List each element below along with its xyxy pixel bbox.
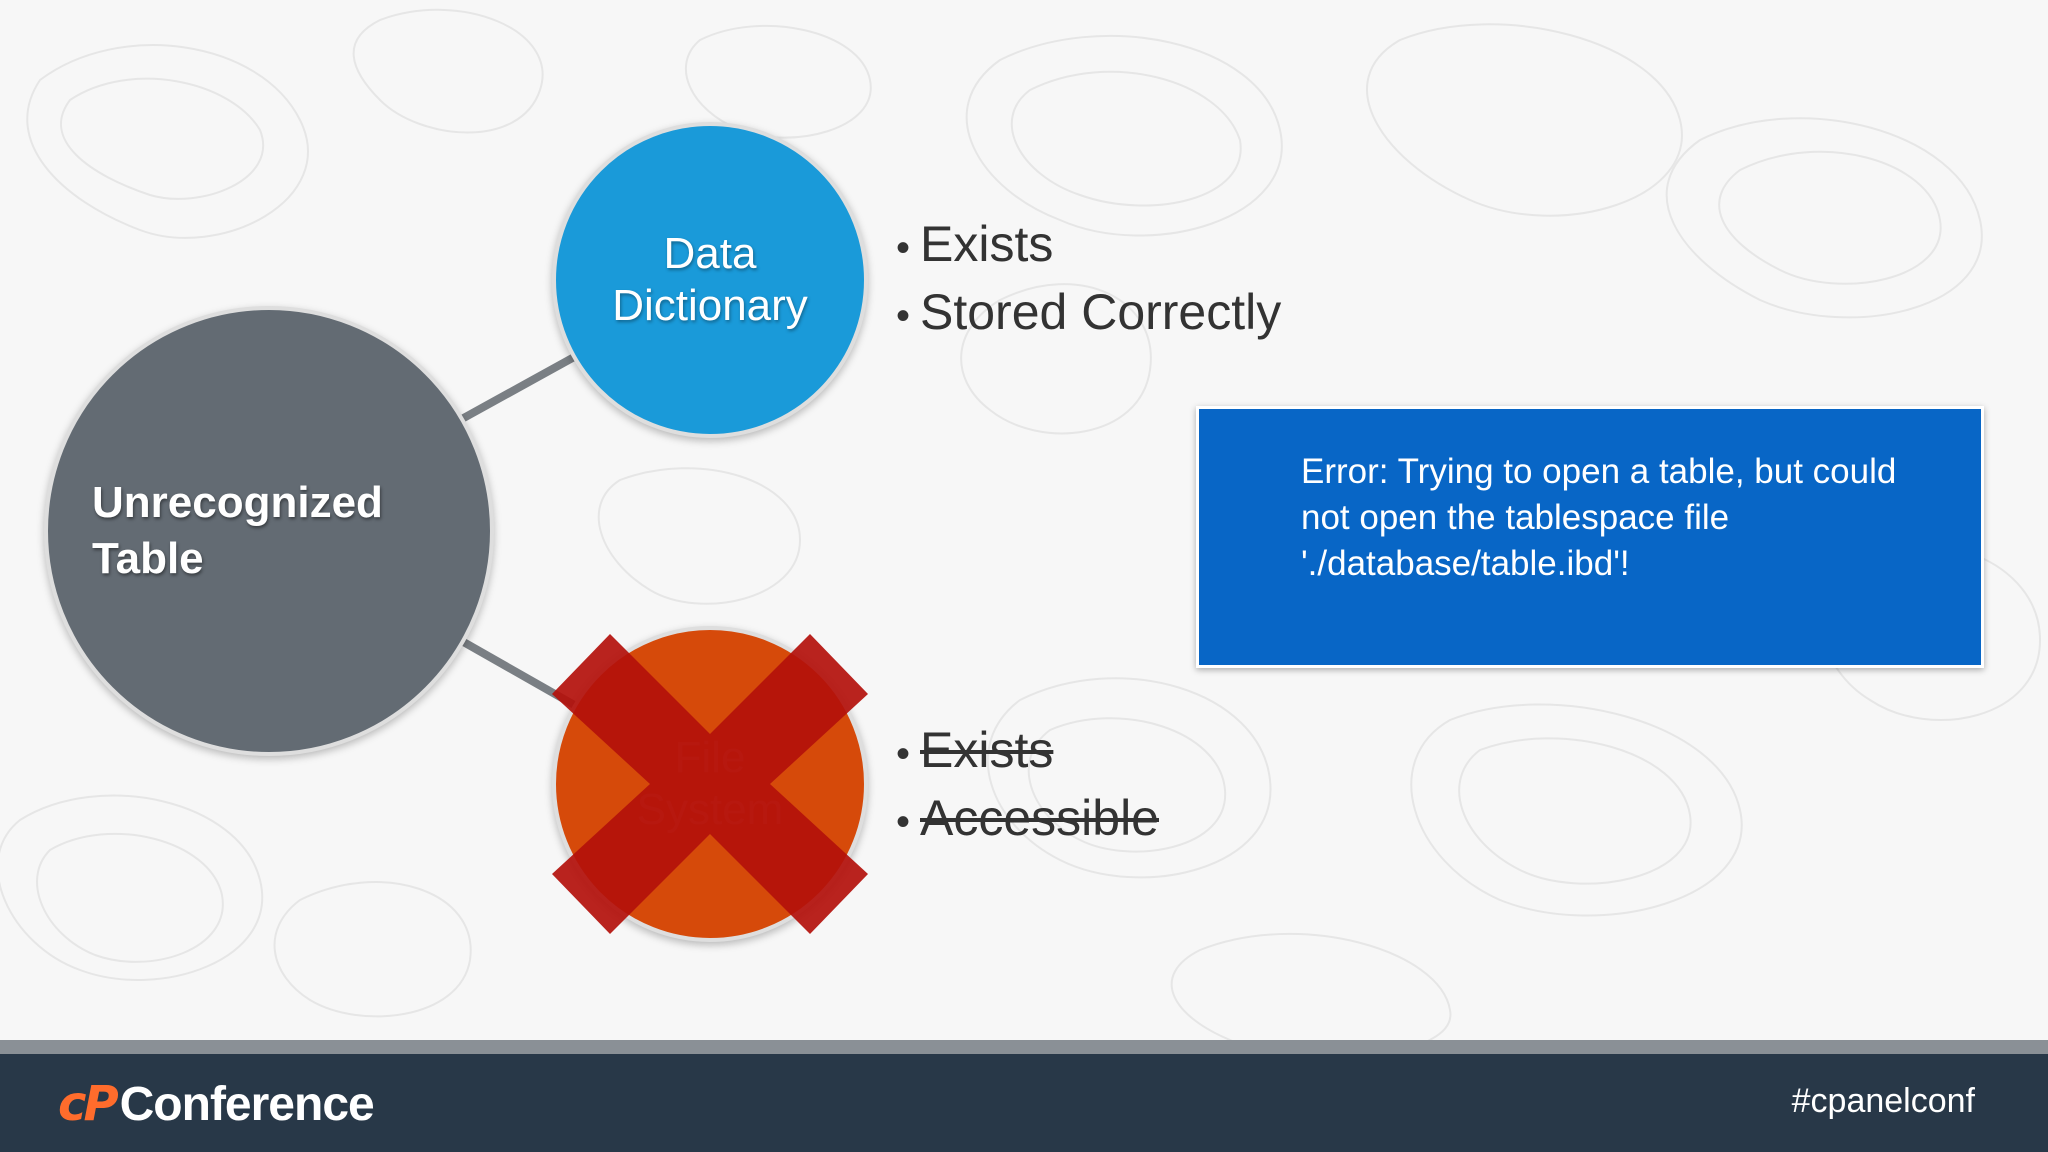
connector-data-dictionary: [458, 352, 578, 424]
cpanel-conference-logo: cP Conference: [58, 1074, 375, 1134]
data-dictionary-label-line2: Dictionary: [612, 281, 808, 330]
unrecognized-table-label: Unrecognized Table: [92, 478, 383, 583]
cpanel-logo-mark: cP: [58, 1076, 119, 1132]
x-mark-icon: [552, 634, 868, 934]
error-message-box: Error: Trying to open a table, but could…: [1196, 406, 1984, 668]
bullet-item: •Exists: [896, 212, 1281, 280]
conference-logo-text: Conference: [119, 1077, 375, 1131]
unrecognized-table-node: Unrecognized Table: [44, 306, 494, 756]
bullet-dot-icon: •: [896, 294, 911, 338]
error-message-text: Error: Trying to open a table, but could…: [1301, 452, 1897, 583]
bullet-item: •Stored Correctly: [896, 280, 1281, 348]
bullet-item-struck: •Accessible: [896, 786, 1159, 854]
file-system-bullets: •Exists •Accessible: [896, 718, 1159, 854]
footer-stripe: [0, 1040, 2048, 1054]
conference-hashtag: #cpanelconf: [1791, 1082, 1975, 1120]
bullet-dot-icon: •: [896, 732, 911, 776]
bullet-dot-icon: •: [896, 800, 911, 844]
data-dictionary-label-line1: Data: [663, 229, 757, 278]
bullet-dot-icon: •: [896, 226, 911, 270]
footer-bar: cP Conference #cpanelconf: [0, 1054, 2048, 1152]
data-dictionary-bullets: •Exists •Stored Correctly: [896, 212, 1281, 348]
data-dictionary-node: Data Dictionary: [552, 122, 868, 438]
data-dictionary-label: Data Dictionary: [580, 228, 840, 332]
bullet-item-struck: •Exists: [896, 718, 1159, 786]
